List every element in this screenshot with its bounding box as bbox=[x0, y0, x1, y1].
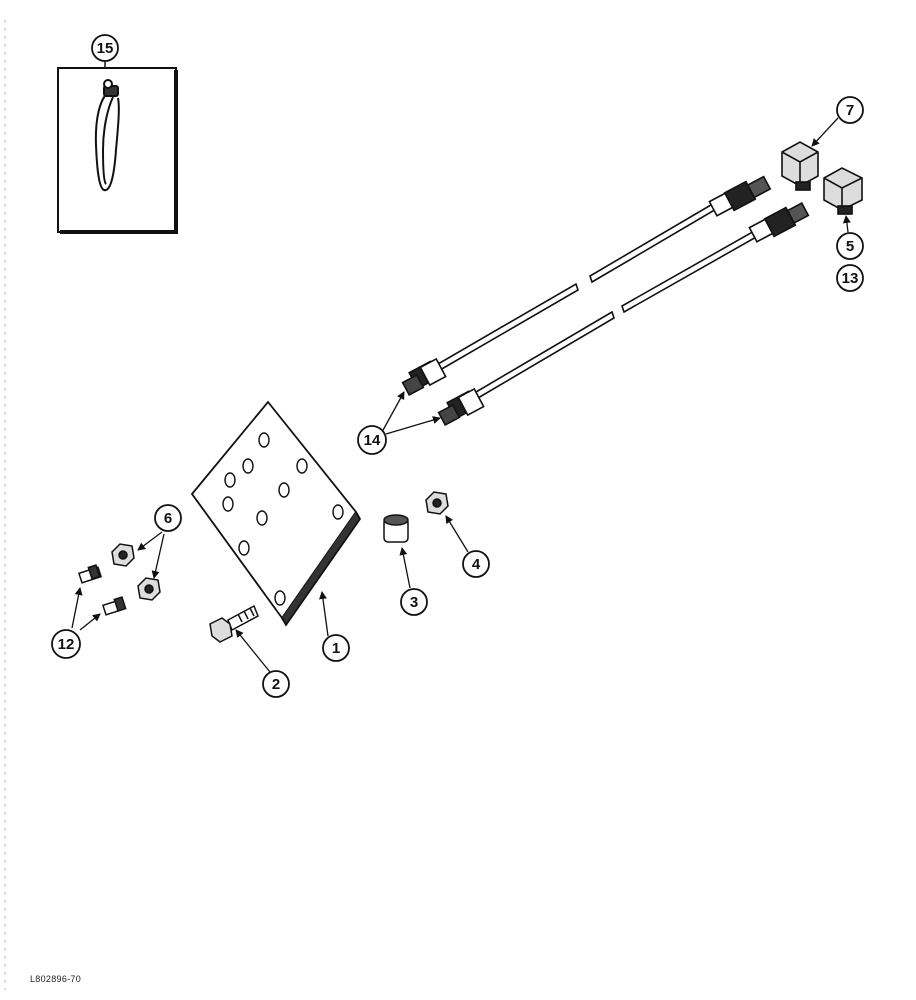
svg-text:12: 12 bbox=[58, 636, 75, 653]
mounting-plate bbox=[190, 400, 362, 627]
hydraulic-hose-lower bbox=[437, 201, 810, 427]
svg-text:3: 3 bbox=[410, 594, 418, 611]
svg-text:14: 14 bbox=[364, 432, 381, 449]
svg-text:13: 13 bbox=[842, 270, 859, 287]
lock-nut-upper bbox=[111, 543, 135, 567]
callout-7: 7 bbox=[836, 96, 864, 124]
callout-15: 15 bbox=[91, 34, 119, 62]
callout-14: 14 bbox=[357, 425, 387, 455]
spacer-bushing bbox=[383, 514, 409, 543]
lock-nut-lower bbox=[137, 577, 161, 601]
leader-lines bbox=[71, 117, 851, 673]
callout-5: 5 bbox=[836, 232, 864, 260]
straight-fitting-lower bbox=[101, 596, 127, 616]
nut bbox=[425, 491, 449, 515]
svg-text:7: 7 bbox=[846, 102, 854, 119]
elbow-fitting-5 bbox=[823, 167, 863, 215]
callout-1: 1 bbox=[322, 634, 350, 662]
callout-12: 12 bbox=[51, 629, 81, 659]
bolt bbox=[209, 604, 259, 643]
callout-6: 6 bbox=[154, 504, 182, 532]
svg-text:6: 6 bbox=[164, 510, 172, 527]
callout-4: 4 bbox=[462, 550, 490, 578]
hose-clamp-drawing bbox=[94, 79, 120, 192]
elbow-fitting-7 bbox=[781, 141, 819, 191]
straight-fitting-upper bbox=[77, 564, 103, 584]
callout-3: 3 bbox=[400, 588, 428, 616]
callout-2: 2 bbox=[262, 670, 290, 698]
hydraulic-hose-upper bbox=[401, 175, 772, 397]
svg-text:5: 5 bbox=[846, 238, 854, 255]
inset-box-clamp bbox=[57, 60, 178, 234]
figure-code: L802896-70 bbox=[30, 974, 82, 984]
svg-text:4: 4 bbox=[472, 556, 481, 573]
callout-13: 13 bbox=[836, 264, 864, 292]
svg-text:1: 1 bbox=[332, 640, 340, 657]
svg-text:15: 15 bbox=[97, 40, 114, 57]
svg-text:2: 2 bbox=[272, 676, 280, 693]
